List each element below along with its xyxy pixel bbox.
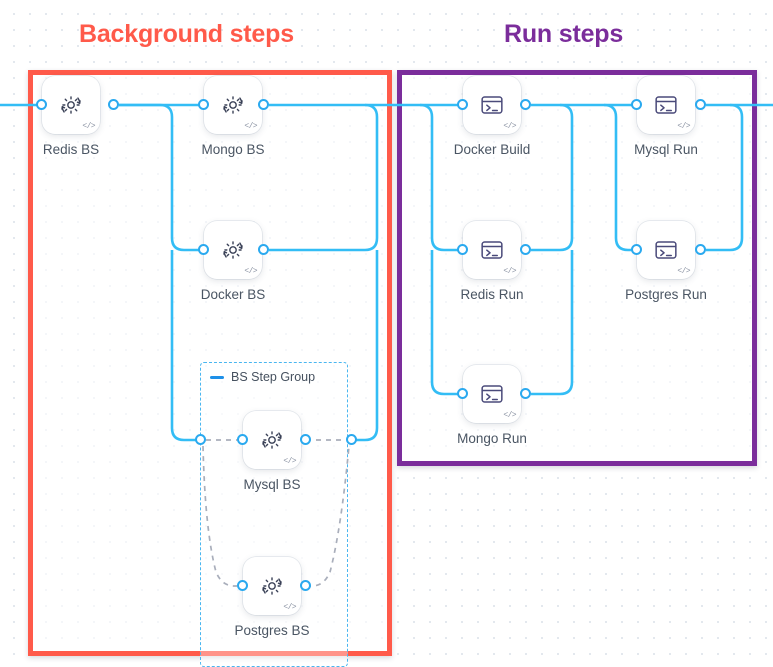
section-box-run-steps: [397, 70, 757, 466]
port-redis-run-out[interactable]: [520, 244, 531, 255]
node-mysql-bs[interactable]: </> Mysql BS: [243, 411, 301, 492]
node-label: Docker BS: [200, 287, 266, 302]
port-mongo-bs-in[interactable]: [198, 99, 209, 110]
node-postgres-bs[interactable]: </> Postgres BS: [234, 557, 310, 638]
node-label: Redis Run: [460, 287, 524, 302]
node-mysql-run[interactable]: </> Mysql Run: [634, 76, 698, 157]
port-mongo-run-in[interactable]: [457, 388, 468, 399]
step-group-header[interactable]: BS Step Group: [210, 370, 315, 384]
node-label: Postgres BS: [234, 623, 310, 638]
node-redis-bs[interactable]: </> Redis BS: [42, 76, 100, 157]
port-postgres-run-out[interactable]: [695, 244, 706, 255]
gear-sync-icon: [262, 577, 282, 595]
code-badge-icon: </>: [677, 122, 690, 131]
gear-sync-icon: [262, 431, 282, 449]
port-redis-bs-out[interactable]: [108, 99, 119, 110]
port-mysql-run-out[interactable]: [695, 99, 706, 110]
node-card[interactable]: </>: [463, 365, 521, 423]
port-step-group-in[interactable]: [195, 434, 206, 445]
node-label: Mongo BS: [201, 142, 265, 157]
port-docker-bs-in[interactable]: [198, 244, 209, 255]
gear-sync-icon: [61, 96, 81, 114]
node-redis-run[interactable]: </> Redis Run: [460, 221, 524, 302]
node-label: Postgres Run: [625, 287, 707, 302]
port-docker-build-in[interactable]: [457, 99, 468, 110]
node-label: Mysql Run: [634, 142, 698, 157]
node-label: Mysql BS: [243, 477, 301, 492]
step-group-bs-step-group[interactable]: [200, 362, 348, 667]
section-title-background-steps: Background steps: [79, 20, 294, 48]
port-step-group-out[interactable]: [346, 434, 357, 445]
node-docker-build[interactable]: </> Docker Build: [454, 76, 530, 157]
port-docker-build-out[interactable]: [520, 99, 531, 110]
node-postgres-run[interactable]: </> Postgres Run: [625, 221, 707, 302]
code-badge-icon: </>: [677, 267, 690, 276]
port-mysql-bs-in[interactable]: [237, 434, 248, 445]
code-badge-icon: </>: [283, 603, 296, 612]
terminal-icon: [655, 96, 677, 114]
port-mysql-run-in[interactable]: [631, 99, 642, 110]
code-badge-icon: </>: [283, 457, 296, 466]
gear-sync-icon: [223, 96, 243, 114]
node-card[interactable]: </>: [637, 221, 695, 279]
node-label: Mongo Run: [457, 431, 527, 446]
terminal-icon: [481, 241, 503, 259]
code-badge-icon: </>: [244, 267, 257, 276]
node-label: Docker Build: [453, 142, 531, 157]
port-redis-run-in[interactable]: [457, 244, 468, 255]
terminal-icon: [481, 385, 503, 403]
section-title-run-steps: Run steps: [504, 20, 624, 48]
code-badge-icon: </>: [503, 411, 516, 420]
node-mongo-bs[interactable]: </> Mongo BS: [201, 76, 265, 157]
gear-sync-icon: [223, 241, 243, 259]
port-postgres-run-in[interactable]: [631, 244, 642, 255]
node-card[interactable]: </>: [42, 76, 100, 134]
node-mongo-run[interactable]: </> Mongo Run: [457, 365, 527, 446]
code-badge-icon: </>: [82, 122, 95, 131]
node-card[interactable]: </>: [463, 76, 521, 134]
node-docker-bs[interactable]: </> Docker BS: [201, 221, 265, 302]
code-badge-icon: </>: [503, 122, 516, 131]
terminal-icon: [655, 241, 677, 259]
port-mongo-bs-out[interactable]: [258, 99, 269, 110]
code-badge-icon: </>: [244, 122, 257, 131]
port-postgres-bs-in[interactable]: [237, 580, 248, 591]
code-badge-icon: </>: [503, 267, 516, 276]
terminal-icon: [481, 96, 503, 114]
node-label: Redis BS: [42, 142, 100, 157]
port-postgres-bs-out[interactable]: [300, 580, 311, 591]
node-card[interactable]: </>: [243, 411, 301, 469]
port-redis-bs-in[interactable]: [36, 99, 47, 110]
port-docker-bs-out[interactable]: [258, 244, 269, 255]
node-card[interactable]: </>: [243, 557, 301, 615]
node-card[interactable]: </>: [637, 76, 695, 134]
port-mongo-run-out[interactable]: [520, 388, 531, 399]
node-card[interactable]: </>: [463, 221, 521, 279]
node-card[interactable]: </>: [204, 221, 262, 279]
node-card[interactable]: </>: [204, 76, 262, 134]
port-mysql-bs-out[interactable]: [300, 434, 311, 445]
step-group-label: BS Step Group: [231, 370, 316, 384]
minus-icon[interactable]: [210, 375, 224, 379]
